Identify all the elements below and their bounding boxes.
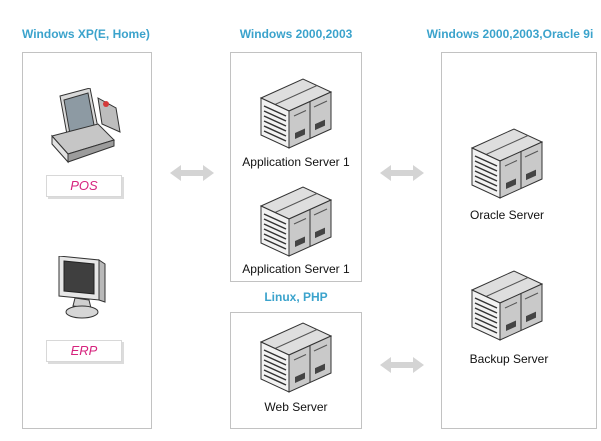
app-db-arrow (380, 165, 424, 181)
web-server-label: Web Server (264, 400, 328, 414)
oracle-server-label: Oracle Server (469, 208, 545, 222)
erp-label: ERP (46, 340, 122, 362)
pos-label: POS (46, 175, 122, 197)
monitor-icon (58, 256, 106, 319)
server-icon (260, 320, 332, 393)
server-icon (471, 126, 543, 199)
server-icon (260, 184, 332, 257)
header-app-os: Windows 2000,2003 (239, 27, 353, 41)
pos-terminal-icon (51, 88, 121, 164)
web-db-arrow (380, 357, 424, 373)
header-db-os: Windows 2000,2003,Oracle 9i (426, 27, 594, 41)
db-server-panel (441, 52, 597, 429)
client-app-arrow (170, 165, 214, 181)
server-icon (471, 268, 543, 341)
server-icon (260, 76, 332, 149)
app-server-2-label: Application Server 1 (242, 262, 350, 276)
header-client-os: Windows XP(E, Home) (22, 27, 150, 41)
header-web-os: Linux, PHP (264, 290, 328, 304)
backup-server-label: Backup Server (469, 352, 549, 366)
app-server-1-label: Application Server 1 (242, 155, 350, 169)
